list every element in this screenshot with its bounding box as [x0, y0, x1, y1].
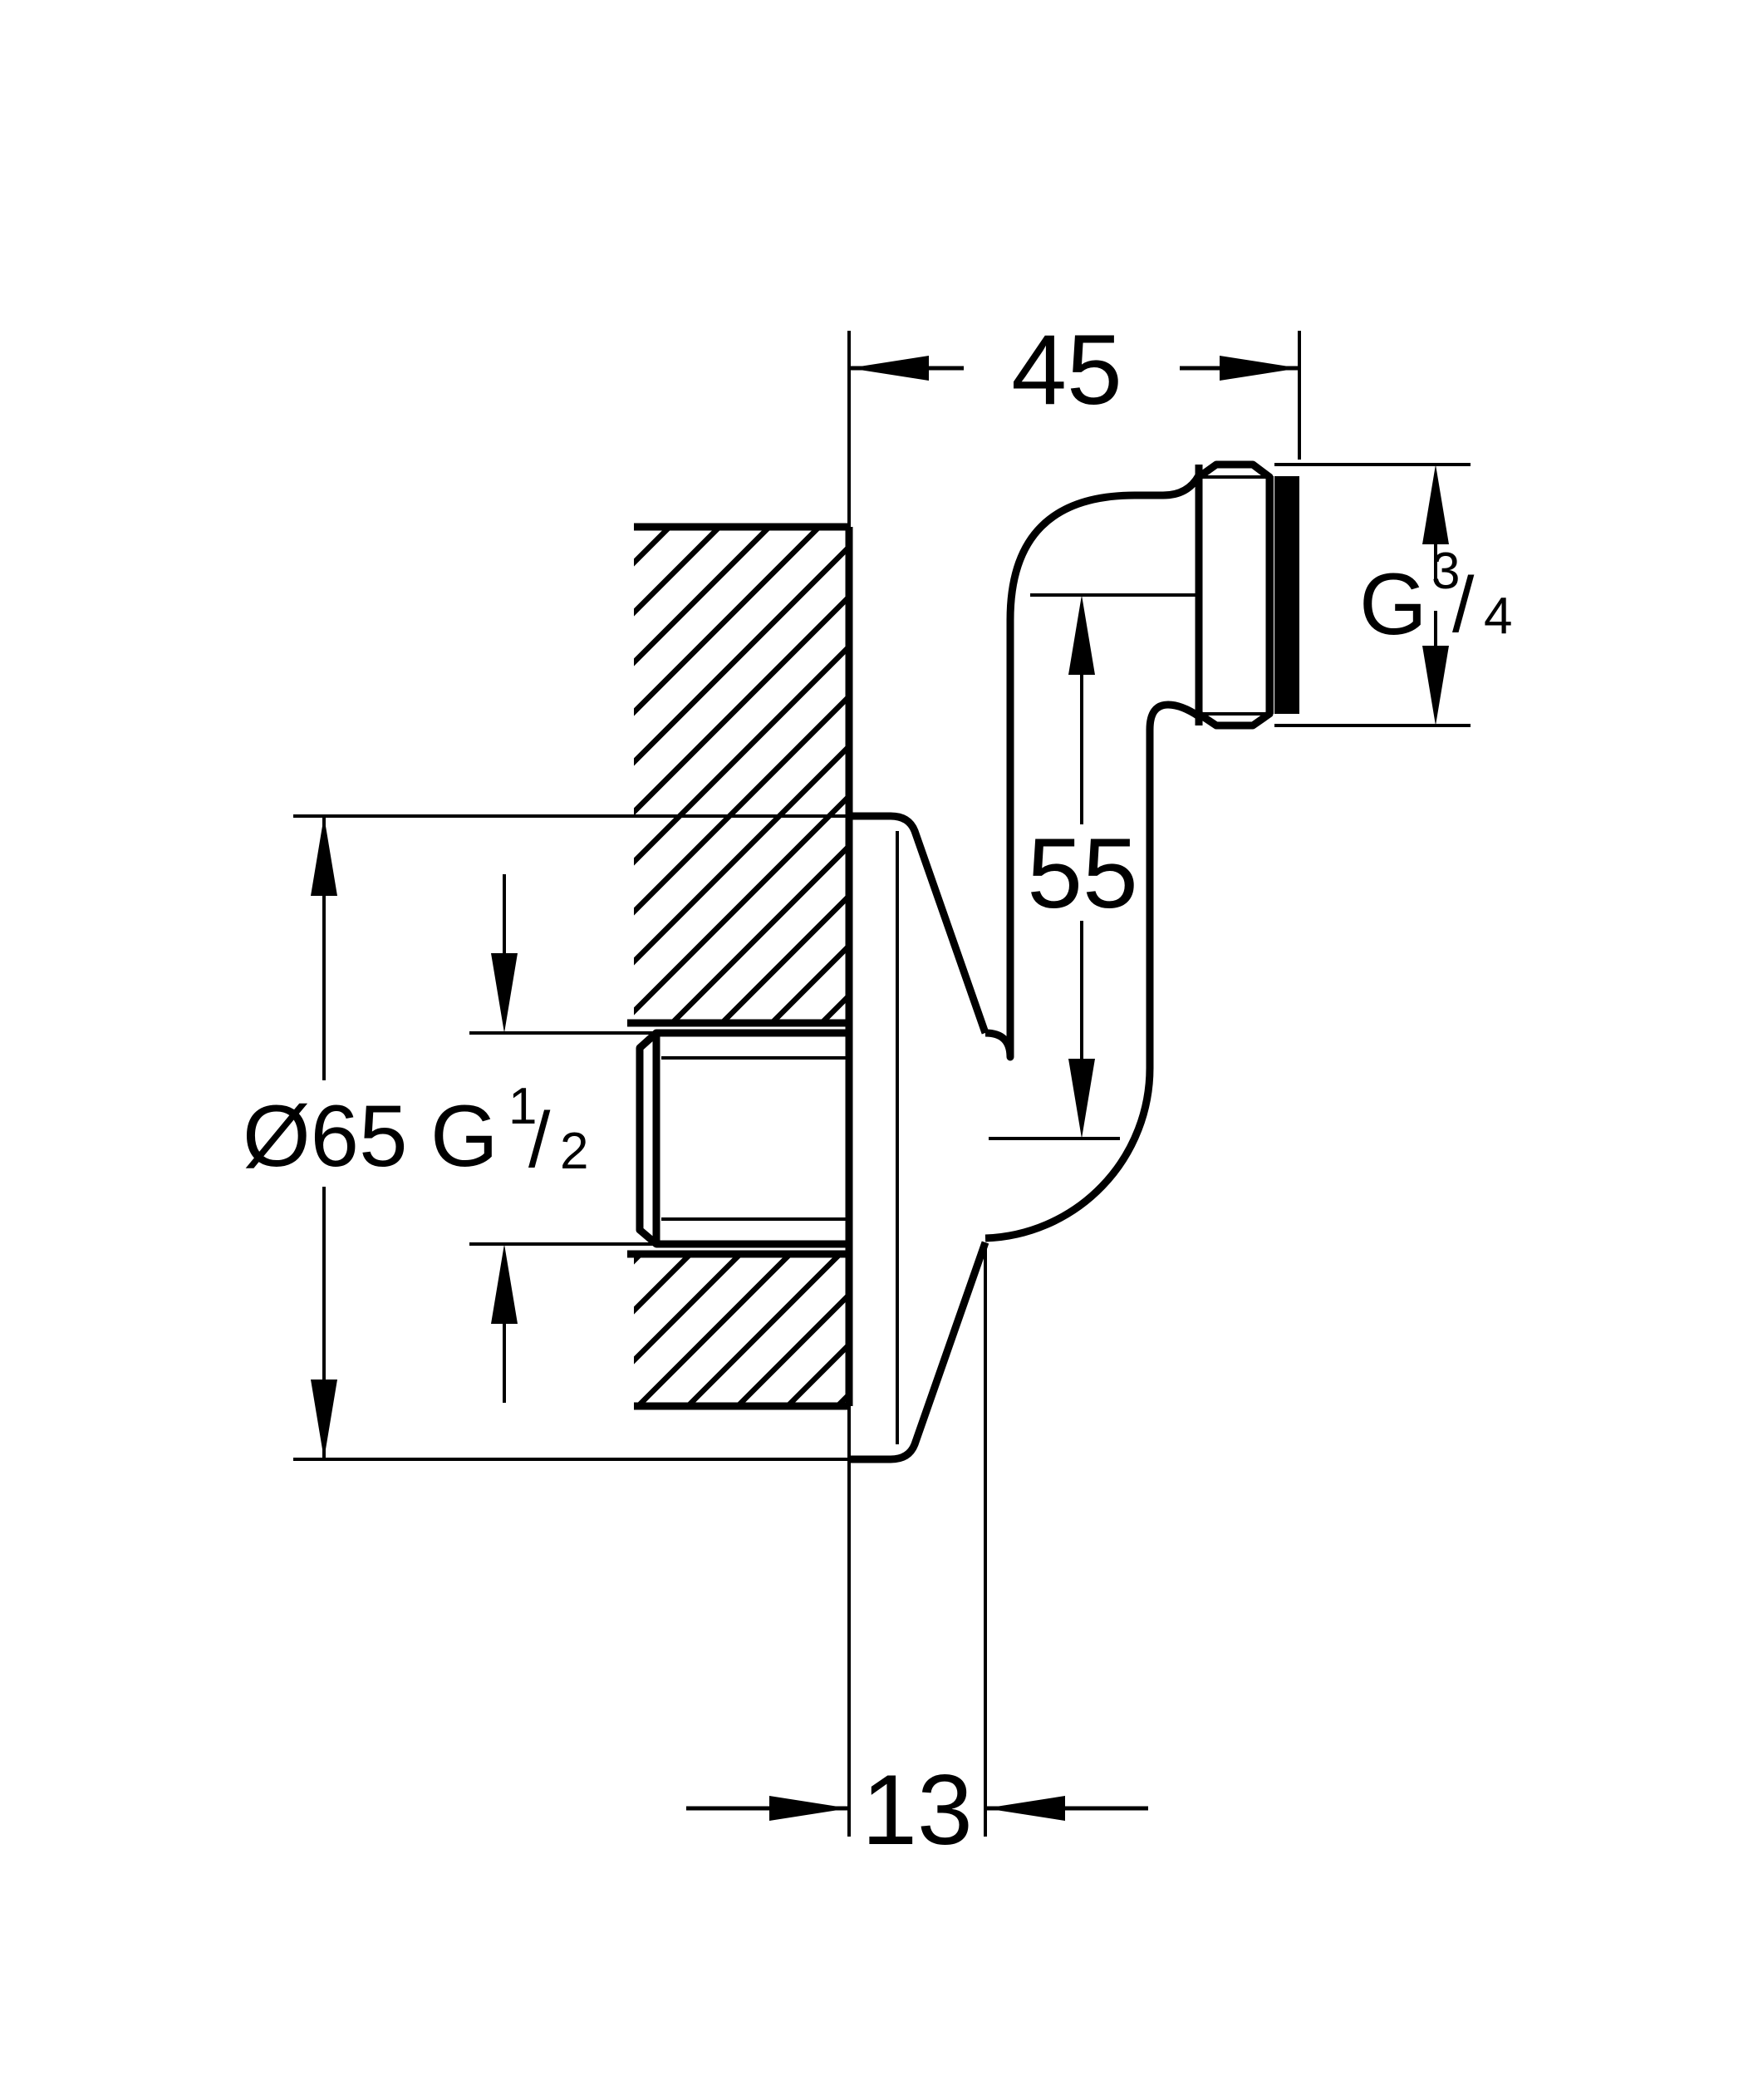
- dim45-label: 45: [1011, 314, 1122, 425]
- s-pipe: [984, 473, 1202, 1242]
- wall-section: [627, 523, 853, 1410]
- escutcheon-flange: [849, 812, 989, 1463]
- dimg34-arrow-down: [1422, 646, 1449, 725]
- nut-body-outline: [1196, 460, 1274, 730]
- fitting-outline: [636, 460, 1299, 1463]
- g12-arrow-up: [491, 1244, 518, 1324]
- nut-chamfer-lines: [1199, 475, 1269, 716]
- dim55-arrow-down: [1068, 1059, 1095, 1139]
- dim13-arrow-left-pointing: [985, 1796, 1065, 1821]
- dia65-arrow-up: [311, 816, 337, 896]
- dim45-arrow-left: [849, 356, 929, 381]
- dimension-13: 13: [686, 1248, 1148, 1866]
- dim13-label: 13: [862, 1754, 972, 1866]
- dimension-55: 55: [989, 593, 1199, 1140]
- pipe-lower-silhouette: [984, 701, 1201, 1242]
- dia65-arrow-down: [311, 1380, 337, 1459]
- dimension-45: 45: [847, 314, 1301, 527]
- dim13-arrow-right-pointing: [769, 1796, 849, 1821]
- inlet-thread-nipple: [636, 1029, 849, 1248]
- dim55-arrow-up: [1068, 595, 1095, 675]
- outlet-thread-label: G 3 / 4: [1359, 543, 1512, 653]
- dimg34-arrow-up: [1422, 465, 1449, 544]
- wall-hatch-lower: [634, 1254, 849, 1406]
- union-nut: [1195, 460, 1274, 730]
- nipple-thread-root-lines: [661, 1056, 849, 1221]
- dia65-label: Ø65: [243, 1088, 407, 1185]
- pipe-upper-silhouette: [984, 473, 1202, 1061]
- g12-arrow-down: [491, 953, 518, 1033]
- nipple-outline: [636, 1029, 849, 1248]
- flange-bottom-profile: [849, 1241, 989, 1463]
- dim45-arrow-right: [1220, 356, 1299, 381]
- flange-top-profile: [849, 812, 989, 1035]
- dimension-g34: G 3 / 4: [1274, 463, 1512, 727]
- wall-hatch-upper: [634, 527, 849, 1023]
- dimension-dia65-g12: Ø65 G 1 / 2: [243, 814, 849, 1461]
- gasket-black-washer: [1274, 476, 1299, 714]
- dim55-label: 55: [1027, 818, 1137, 929]
- inlet-thread-label: G 1 / 2: [430, 1078, 588, 1185]
- gasket-seal: [1270, 476, 1299, 714]
